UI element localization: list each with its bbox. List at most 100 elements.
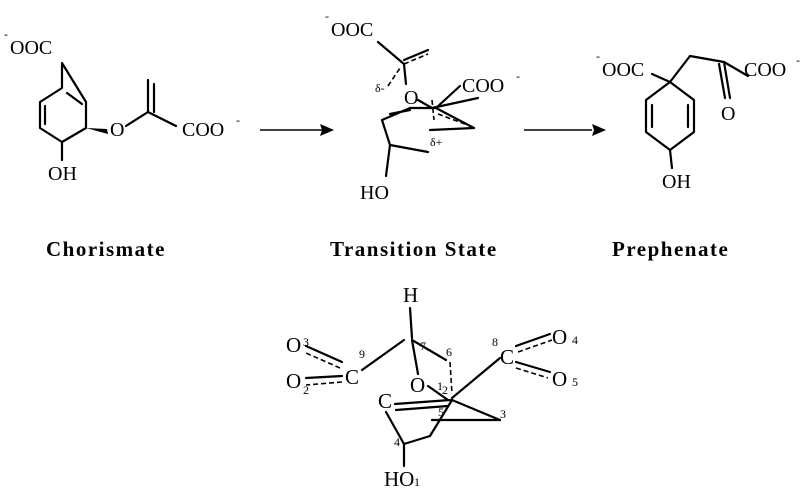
c6-c1-partial: [449, 361, 453, 395]
ts-top-bond: [376, 40, 406, 66]
labeled-carbon-8: C: [500, 345, 514, 369]
c4-c5-bond: [402, 434, 432, 446]
ts-ring: [380, 106, 438, 154]
chorismate-carboxylate: OOC: [10, 37, 52, 59]
labeled-ring-oxygen: O: [410, 373, 425, 397]
ts-carboxylate-right: COO: [462, 75, 504, 97]
label-3: 3: [500, 407, 506, 421]
label-o3-index: 3: [303, 335, 309, 349]
ts-acid-bond: [434, 84, 462, 110]
ts-breaking-bond: [431, 99, 435, 121]
prephenate-hydroxyl: OH: [662, 171, 691, 193]
ts-delta-plus: δ+: [430, 135, 443, 149]
c1-c5-bond: [428, 398, 454, 438]
c7-c6-bond: [410, 338, 448, 362]
reaction-arrow-1: [260, 124, 334, 136]
ts-o-partial: [387, 67, 401, 87]
label-o2-index: 2: [303, 383, 309, 397]
ts-top-partial-bond: [403, 53, 429, 65]
ring-c-c1-bond: [393, 398, 452, 406]
ts-ring-bond-a: [416, 98, 434, 110]
chorismate-structure: - OOC OH O COO -: [4, 27, 240, 185]
caption-prephenate: Prephenate: [612, 237, 729, 261]
prephenate-charge-right: -: [796, 53, 800, 67]
prephenate-cooc-bond: [650, 72, 672, 84]
labeled-o2: O: [286, 369, 301, 393]
chorismate-ether-oxygen: O: [110, 119, 124, 141]
c9-c7-bond: [360, 338, 406, 372]
label-o1-index: 1: [414, 475, 420, 489]
c9-o2-bond: [304, 374, 344, 380]
label-o4-index: 4: [572, 333, 578, 347]
label-4: 4: [394, 435, 400, 449]
labeled-o4: O: [552, 325, 567, 349]
chorismate-acid-bond: [146, 110, 178, 128]
ts-oxygen: O: [404, 87, 418, 109]
labeled-o3: O: [286, 333, 301, 357]
c8-o4-partial: [517, 339, 553, 353]
c2-c3-bond: [450, 398, 502, 422]
ts-allyl-partial: [437, 113, 471, 127]
reaction-arrow-2: [524, 124, 606, 136]
labeled-o5: O: [552, 367, 567, 391]
label-1: 1: [437, 379, 443, 393]
prephenate-keto-bond: [722, 60, 732, 100]
chorismate-ring: [38, 61, 88, 144]
labeled-carbon-c: C: [378, 389, 392, 413]
chorismate-wedge-bond: [86, 128, 108, 134]
labeled-h-bond: [408, 306, 414, 340]
c-c4-bond: [384, 410, 406, 446]
o-c2-bond: [426, 384, 450, 402]
chorismate-ether-bond: [124, 110, 150, 128]
transition-state-structure: - OOC δ- O δ+ COO - HO: [325, 9, 520, 204]
prephenate-ring: [644, 80, 696, 152]
caption-chorismate: Chorismate: [46, 237, 166, 261]
ts-hydroxyl: HO: [360, 182, 389, 204]
ts-ring-double: [388, 108, 412, 116]
labeled-hydrogen: H: [403, 283, 418, 307]
ts-allyl-bond: [434, 106, 476, 130]
caption-transition-state: Transition State: [330, 237, 498, 261]
prephenate-carboxylate-left: OOC: [602, 59, 644, 81]
labeled-ho1: HO: [384, 467, 414, 489]
c2-c8-bond: [450, 356, 502, 400]
ts-ho-bond: [384, 143, 392, 178]
prephenate-chain-bond-2: [722, 60, 750, 78]
prephenate-keto-oxygen: O: [721, 103, 735, 125]
c9-o3-partial: [305, 352, 341, 369]
ts-o-bond: [402, 62, 408, 86]
ts-top-bond-2: [402, 48, 430, 62]
label-8: 8: [492, 335, 498, 349]
label-o5-index: 5: [572, 375, 578, 389]
ts-allyl-bond-2: [428, 126, 476, 132]
chorismate-hydroxyl: OH: [48, 163, 77, 185]
ts-charge-right: -: [516, 69, 520, 83]
c8-o5-partial: [515, 367, 549, 379]
prephenate-charge-left: -: [596, 49, 600, 63]
prephenate-chain-bond: [688, 54, 726, 64]
prephenate-carboxylate-right: COO: [744, 59, 786, 81]
ts-charge-top: -: [325, 9, 329, 23]
label-2: 2: [442, 383, 448, 397]
chorismate-carboxylate-right: COO: [182, 119, 224, 141]
c9-o3-bond: [304, 344, 344, 364]
prephenate-structure: - OOC O COO - OH: [596, 49, 800, 193]
chorismate-charge-right: -: [236, 113, 240, 127]
ts-delta-minus: δ-: [375, 81, 385, 95]
ts-carboxylate-top: OOC: [331, 19, 373, 41]
label-9: 9: [359, 347, 365, 361]
label-6: 6: [446, 345, 452, 359]
c7-o-bond: [410, 338, 420, 376]
labeled-structure: H 7 C 9 O 3 O 2 6 O 2 C 8 O 4 O 5: [286, 283, 578, 491]
ring-double-bond: [394, 404, 450, 412]
ts-bridge-bond: [430, 96, 480, 110]
label-5: 5: [438, 405, 444, 419]
c8-o5-bond: [514, 360, 552, 374]
prephenate-ch2-bond: [668, 54, 692, 84]
prephenate-keto-double: [717, 62, 727, 100]
prephenate-oh-bond: [668, 148, 674, 170]
c8-o4-bond: [514, 332, 552, 348]
chorismate-charge: -: [4, 27, 8, 41]
